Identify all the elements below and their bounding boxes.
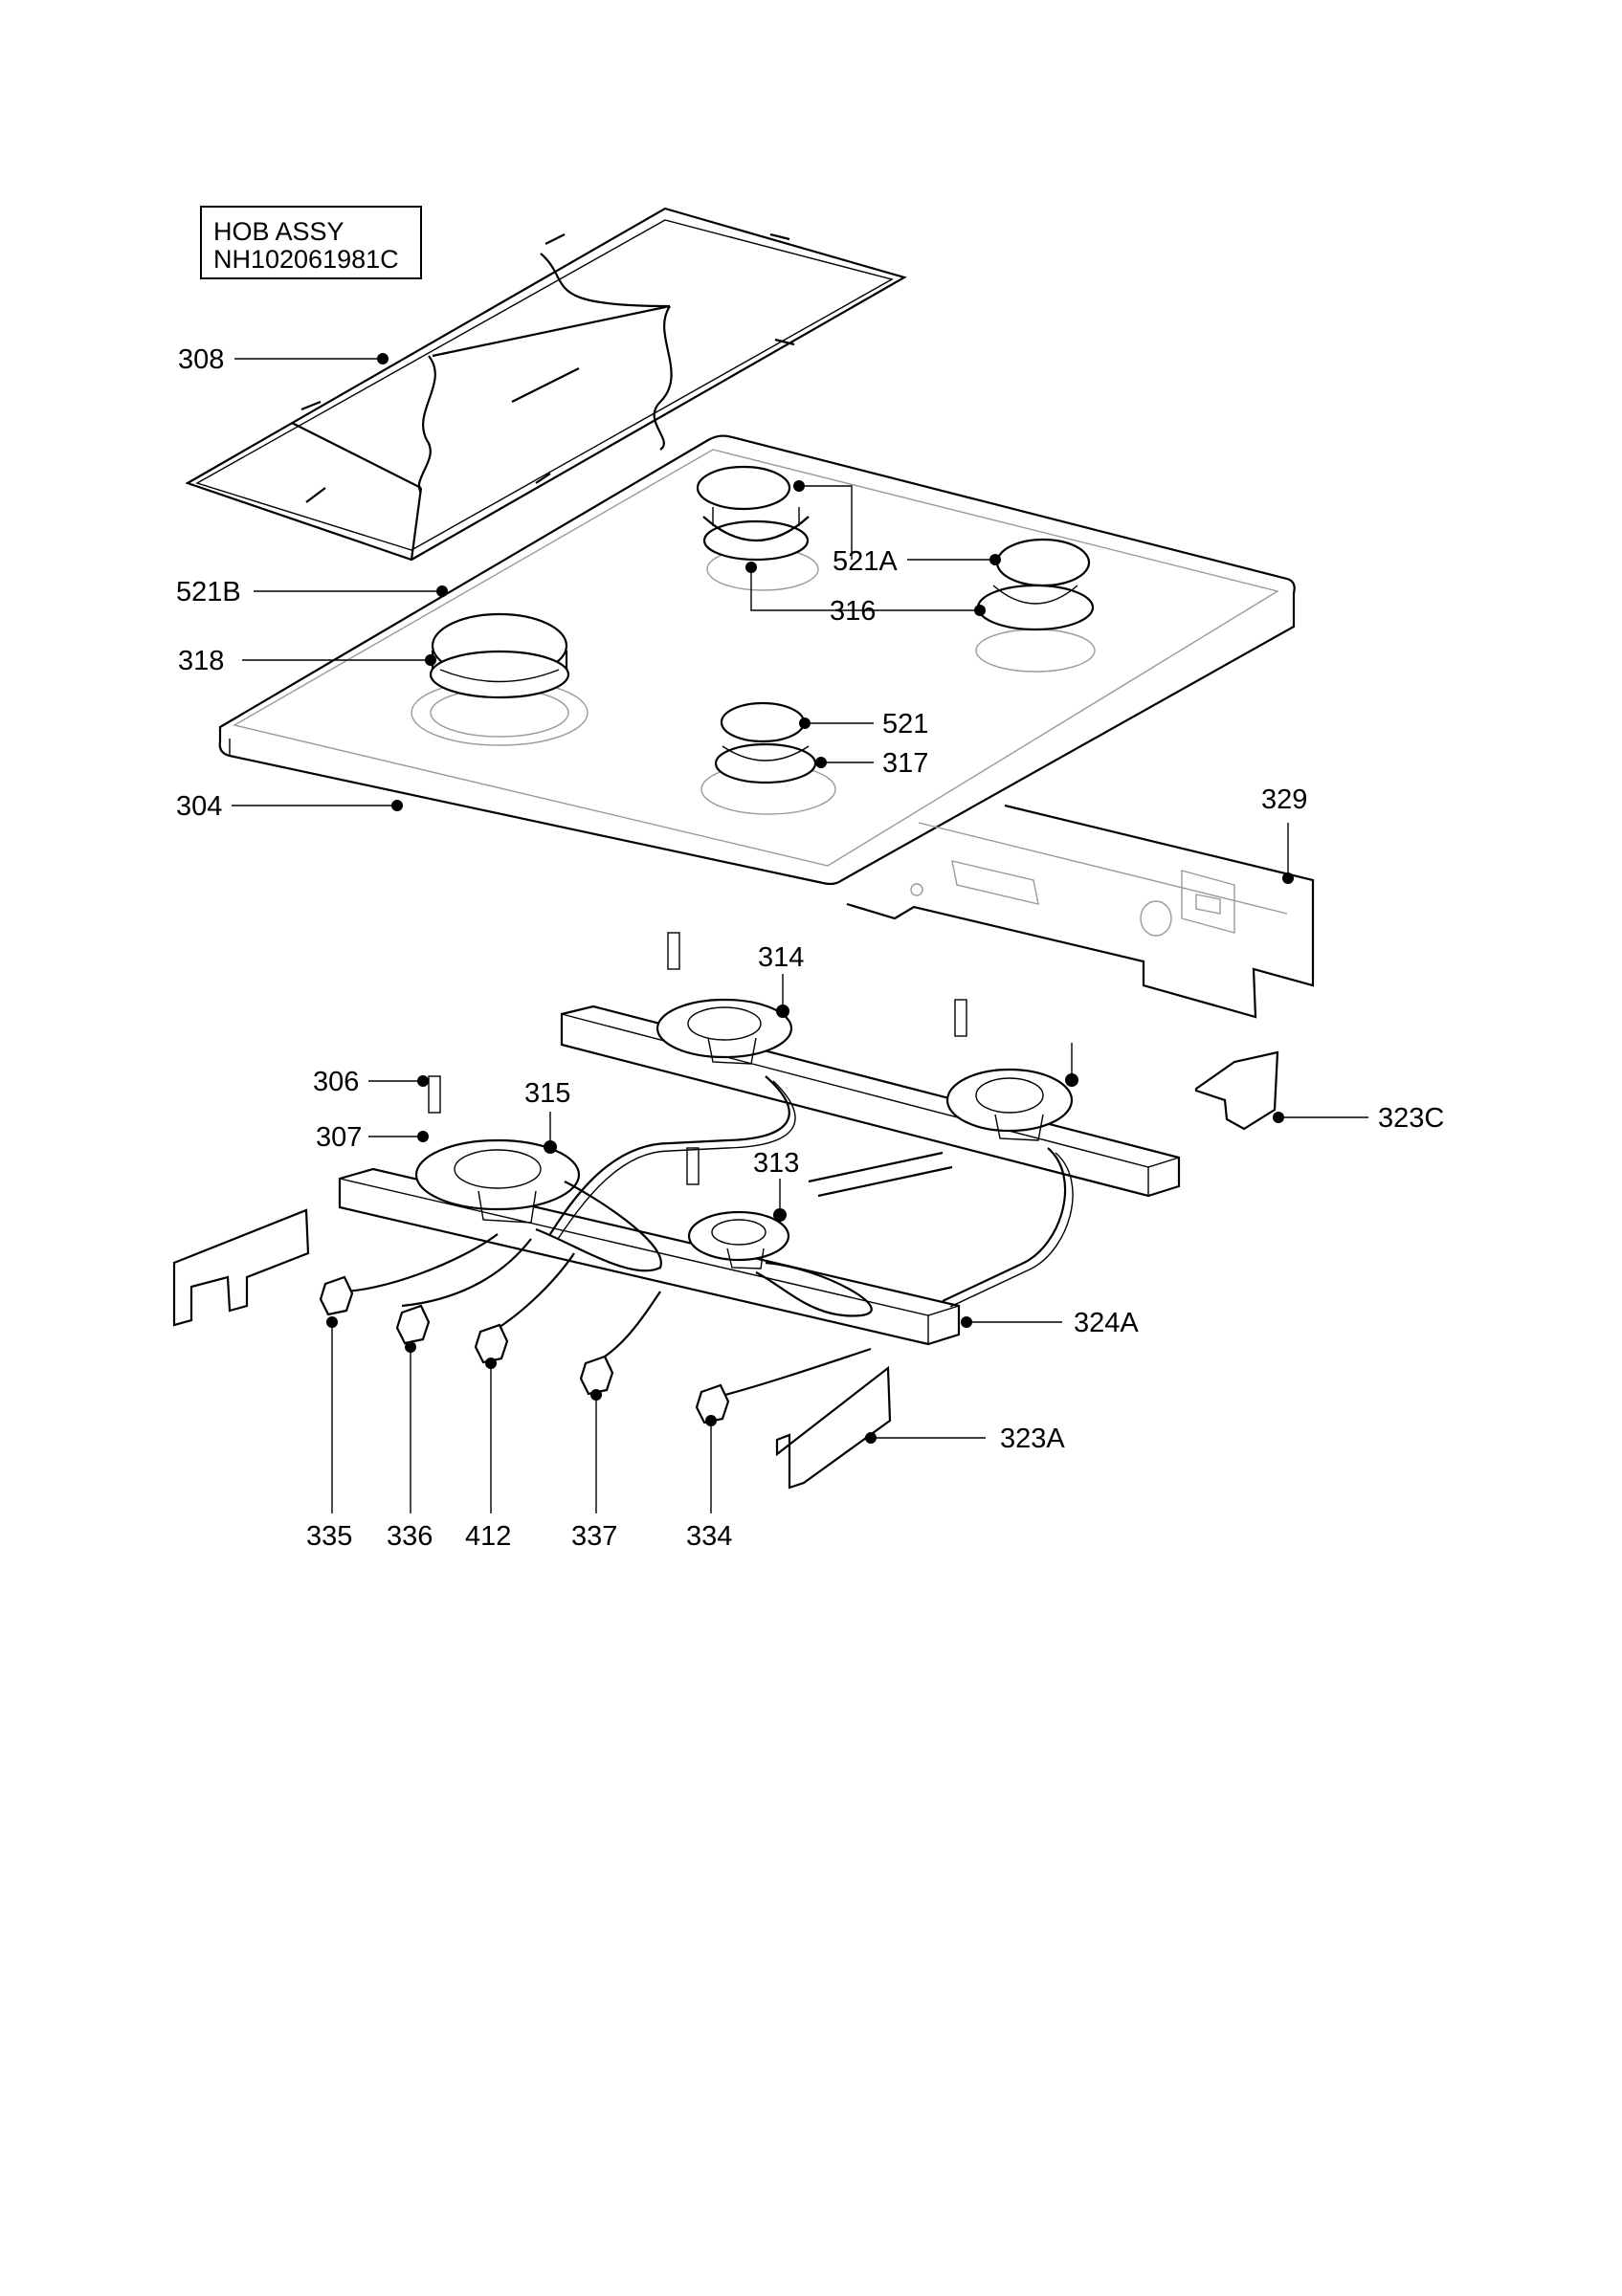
bracket-323a [775, 1365, 892, 1490]
title-assembly-code: NH102061981C [213, 245, 399, 274]
hob-top-panel [218, 434, 1296, 886]
rear-panel [846, 804, 1315, 1019]
label-306: 306 [313, 1067, 359, 1097]
label-334: 334 [686, 1521, 732, 1552]
bracket-left [172, 1208, 310, 1327]
label-313: 313 [753, 1148, 799, 1179]
leader-lines [232, 353, 1368, 1513]
label-323c: 323C [1378, 1103, 1444, 1134]
label-329: 329 [1261, 784, 1307, 815]
label-337: 337 [571, 1521, 617, 1552]
gas-pipes [339, 1075, 1074, 1399]
burner-cap-small [714, 701, 817, 784]
label-318: 318 [178, 646, 224, 676]
label-521b: 521B [176, 577, 241, 607]
burner-rail-rear [560, 1004, 1181, 1198]
label-308: 308 [178, 344, 224, 375]
label-335: 335 [306, 1521, 352, 1552]
label-324a: 324A [1074, 1308, 1139, 1338]
bracket-323c [1194, 1050, 1279, 1131]
burner-body-315 [414, 1075, 581, 1224]
label-412: 412 [465, 1521, 511, 1552]
burner-body-313 [686, 1147, 790, 1269]
burner-body-314 [655, 932, 793, 1065]
burner-cap-large [429, 612, 570, 699]
label-521a: 521A [833, 546, 898, 577]
label-323a: 323A [1000, 1424, 1065, 1454]
label-315: 315 [524, 1078, 570, 1109]
label-317: 317 [882, 748, 928, 779]
title-box: HOB ASSY NH102061981C [200, 206, 422, 279]
part-labels: 308 521B 318 304 521A 316 521 317 329 31… [176, 344, 1444, 1552]
label-316: 316 [830, 596, 876, 627]
burner-rail-front [338, 1151, 961, 1346]
title-assembly-name: HOB ASSY [213, 217, 344, 246]
burner-body-right [945, 999, 1074, 1141]
label-304: 304 [176, 791, 222, 822]
burner-cap-right [976, 538, 1095, 631]
label-314: 314 [758, 942, 804, 973]
label-336: 336 [387, 1521, 433, 1552]
burner-cap-rear [696, 465, 810, 562]
label-307: 307 [316, 1122, 362, 1153]
gas-taps [319, 1275, 730, 1424]
label-521: 521 [882, 709, 928, 740]
pan-support-grid [185, 207, 907, 562]
